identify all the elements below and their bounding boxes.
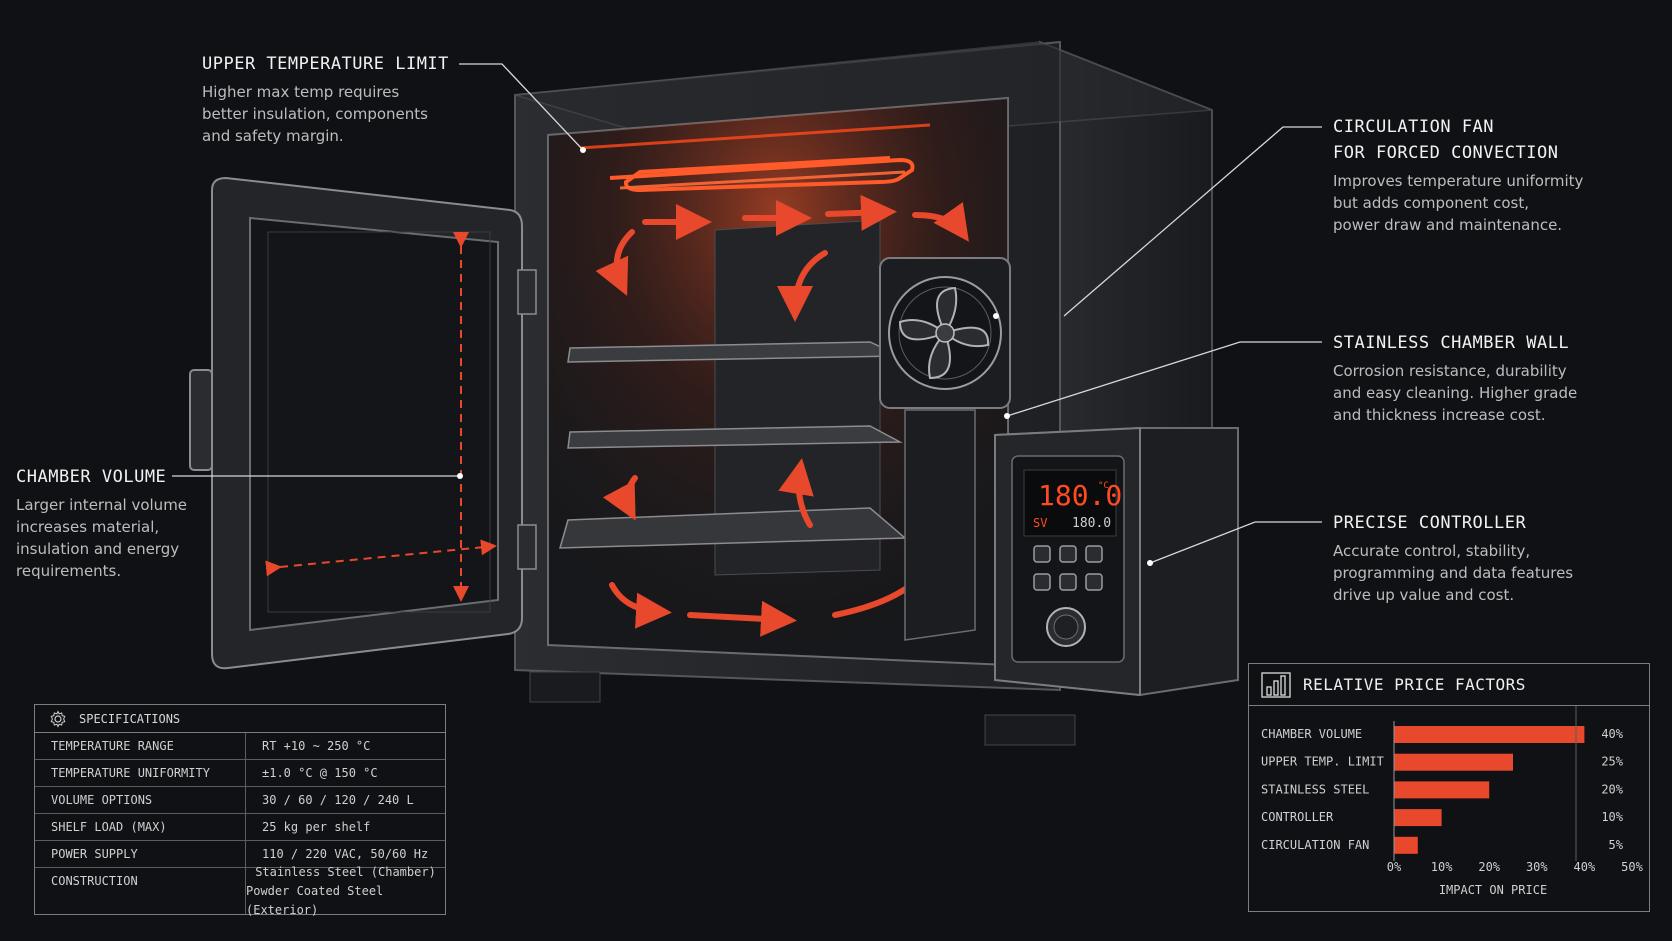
callout-fan: CIRCULATION FAN FOR FORCED CONVECTION Im… <box>1333 114 1583 236</box>
spec-value: RT +10 ~ 250 °C <box>262 739 371 753</box>
price-factors-header: RELATIVE PRICE FACTORS <box>1249 664 1649 706</box>
category-label: CONTROLLER <box>1261 810 1334 824</box>
x-tick-label: 20% <box>1478 860 1500 874</box>
heating-element <box>579 123 931 193</box>
specifications-header: SPECIFICATIONS <box>35 705 445 733</box>
callout-upper-temp: UPPER TEMPERATURE LIMIT Higher max temp … <box>202 51 449 147</box>
spec-row: SHELF LOAD (MAX) 25 kg per shelf <box>35 814 445 841</box>
x-tick-label: 0% <box>1387 860 1402 874</box>
callout-title: CHAMBER VOLUME <box>16 467 167 487</box>
bar-chart-icon <box>1261 671 1291 698</box>
leader-dots <box>457 147 1153 566</box>
value-label: 10% <box>1601 810 1623 824</box>
pv-readout: 180.0 <box>1038 479 1122 512</box>
callout-title-line1: CIRCULATION FAN <box>1333 117 1495 137</box>
spec-key: CONSTRUCTION <box>35 868 246 914</box>
spec-value: Stainless Steel (Chamber) Powder Coated … <box>246 865 445 917</box>
price-factors-panel: RELATIVE PRICE FACTORS CHAMBER VOLUME 40%… <box>1248 663 1650 912</box>
category-label: UPPER TEMP. LIMIT <box>1261 755 1384 769</box>
spec-key: TEMPERATURE RANGE <box>35 733 246 759</box>
callout-desc: Higher max temp requires better insulati… <box>202 83 428 145</box>
price-bar-chart: CHAMBER VOLUME 40% UPPER TEMP. LIMIT 25% STA… <box>1261 706 1644 897</box>
pv-unit: °C <box>1098 481 1109 491</box>
spec-row: VOLUME OPTIONS 30 / 60 / 120 / 240 L <box>35 787 445 814</box>
controller-panel: 180.0 °C SV 180.0 <box>994 426 1239 697</box>
spec-value-line1: Stainless Steel (Chamber) <box>255 864 436 879</box>
callout-desc: Larger internal volume increases materia… <box>16 496 188 580</box>
spec-row-construction: CONSTRUCTION Stainless Steel (Chamber) P… <box>35 865 445 917</box>
chart-title: RELATIVE PRICE FACTORS <box>1303 675 1526 694</box>
value-label: 40% <box>1601 727 1623 741</box>
bar <box>1394 781 1490 799</box>
callout-desc: Improves temperature uniformity but adds… <box>1333 172 1584 234</box>
callout-desc: Accurate control, stability, programming… <box>1333 542 1574 604</box>
value-label: 20% <box>1601 782 1623 796</box>
spec-key: SHELF LOAD (MAX) <box>35 814 246 840</box>
gear-icon <box>50 709 66 728</box>
spec-row: POWER SUPPLY 110 / 220 VAC, 50/60 Hz <box>35 841 445 868</box>
callout-title-line2: FOR FORCED CONVECTION <box>1333 143 1559 163</box>
spec-key: TEMPERATURE UNIFORMITY <box>35 760 246 786</box>
spec-row: TEMPERATURE RANGE RT +10 ~ 250 °C <box>35 733 445 760</box>
sv-readout: 180.0 <box>1072 516 1111 531</box>
value-label: 25% <box>1601 755 1623 769</box>
callout-title: UPPER TEMPERATURE LIMIT <box>202 54 449 74</box>
spec-row: TEMPERATURE UNIFORMITY ±1.0 °C @ 150 °C <box>35 760 445 787</box>
bar <box>1394 836 1418 854</box>
category-label: STAINLESS STEEL <box>1261 782 1369 796</box>
callout-desc: Corrosion resistance, durability and eas… <box>1333 362 1578 424</box>
spec-value-line2: Powder Coated Steel (Exterior) <box>246 883 384 917</box>
specifications-title: SPECIFICATIONS <box>79 711 181 726</box>
value-label: 5% <box>1609 838 1624 852</box>
callout-volume: CHAMBER VOLUME Larger internal volume in… <box>16 464 187 582</box>
spec-key: VOLUME OPTIONS <box>35 787 246 813</box>
category-label: CHAMBER VOLUME <box>1261 727 1362 741</box>
spec-value: ±1.0 °C @ 150 °C <box>262 766 378 780</box>
circulation-fan <box>879 257 1011 641</box>
callout-wall: STAINLESS CHAMBER WALL Corrosion resista… <box>1333 330 1577 426</box>
x-tick-label: 10% <box>1431 860 1453 874</box>
callout-title: STAINLESS CHAMBER WALL <box>1333 333 1570 353</box>
bar <box>1394 726 1585 743</box>
shelves <box>558 341 907 549</box>
spec-value: 30 / 60 / 120 / 240 L <box>262 793 414 807</box>
x-tick-label: 40% <box>1574 860 1596 874</box>
category-label: CIRCULATION FAN <box>1261 838 1369 852</box>
spec-value: 110 / 220 VAC, 50/60 Hz <box>262 847 429 861</box>
x-tick-label: 50% <box>1621 860 1643 874</box>
spec-key: POWER SUPPLY <box>35 841 246 867</box>
x-axis-label: IMPACT ON PRICE <box>1439 883 1547 897</box>
sv-label: SV <box>1033 516 1047 530</box>
bar <box>1394 809 1442 827</box>
bar <box>1394 753 1513 771</box>
callout-title: PRECISE CONTROLLER <box>1333 513 1527 533</box>
specifications-table: SPECIFICATIONS TEMPERATURE RANGE RT +10 … <box>34 704 446 917</box>
oven-door <box>189 176 537 670</box>
leader-lines <box>172 63 1322 564</box>
callout-controller: PRECISE CONTROLLER Accurate control, sta… <box>1333 510 1573 606</box>
spec-value: 25 kg per shelf <box>262 820 371 834</box>
x-tick-label: 30% <box>1526 860 1548 874</box>
